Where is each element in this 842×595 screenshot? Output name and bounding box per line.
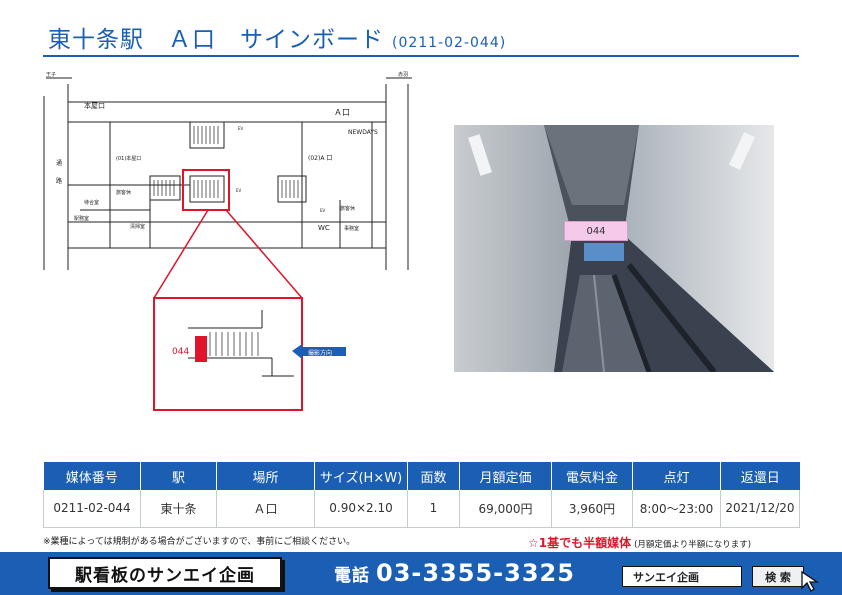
- map-side-label-2: 路: [56, 177, 62, 185]
- map-direction-left: 王子: [46, 71, 56, 78]
- map-exit-a-small: (02)A 口: [308, 155, 332, 162]
- inset-media-no: 044: [172, 347, 189, 357]
- inset-direction-label: 撮影方向: [308, 349, 332, 357]
- table-cell: 東十条: [140, 490, 217, 528]
- page-title: 東十条駅 Ａ口 サインボード (0211-02-044): [48, 20, 506, 54]
- floor-map: 王子 赤羽 本屋口 Ａ口 (01)本屋口 (02)A 口 NEWDAYS 旅客休…: [43, 71, 412, 411]
- phone-value: 03-3355-3325: [376, 559, 575, 587]
- table-cell: 0.90×2.10: [314, 490, 408, 528]
- table-cell: 2021/12/20: [720, 490, 800, 528]
- table-header-cell: 電気料金: [551, 462, 633, 490]
- map-room-rest: 旅客休: [116, 189, 131, 196]
- map-room-waiting: 待合室: [84, 199, 99, 206]
- table-header-row: 媒体番号 駅 場所 サイズ(H×W) 面数 月額定価 電気料金 点灯 返還日: [43, 462, 800, 490]
- phone-number[interactable]: 電話 03-3355-3325: [334, 559, 575, 587]
- camera-direction-arrow-icon: [292, 344, 346, 359]
- photo-illustration: [454, 125, 774, 372]
- table-cell: 1: [407, 490, 460, 528]
- photo-media-label: 044: [564, 221, 628, 241]
- table-cell: 0211-02-044: [43, 490, 141, 528]
- title-text: 東十条駅 Ａ口 サインボード: [48, 27, 384, 53]
- map-shop: NEWDAYS: [348, 129, 378, 136]
- half-price-main: ☆1基でも半額媒体: [528, 536, 632, 550]
- map-direction-right: 赤羽: [398, 72, 408, 78]
- map-exit-main-small: (01)本屋口: [116, 155, 141, 162]
- spec-table: 媒体番号 駅 場所 サイズ(H×W) 面数 月額定価 電気料金 点灯 返還日 0…: [43, 462, 800, 528]
- table-header-cell: 媒体番号: [43, 462, 141, 490]
- map-ev-1: EV: [238, 126, 244, 131]
- table-row: 0211-02-044 東十条 Ａ口 0.90×2.10 1 69,000円 3…: [43, 490, 800, 528]
- map-exit-main: 本屋口: [84, 101, 105, 110]
- regulation-note: ※業種によっては規制がある場合がございますので、事前にご相談ください。: [43, 537, 356, 547]
- brand-logo: 駅看板のサンエイ企画: [48, 557, 282, 589]
- table-header-cell: 駅: [140, 462, 217, 490]
- map-room-wc: WC: [318, 224, 330, 232]
- map-ev-3: EV: [320, 208, 326, 213]
- media-location-highlight: [182, 169, 230, 211]
- search-input[interactable]: サンエイ企画: [622, 566, 742, 587]
- table-header-cell: サイズ(H×W): [314, 462, 408, 490]
- table-header-cell: 場所: [216, 462, 315, 490]
- site-photo: 044: [454, 125, 774, 372]
- table-header-cell: 月額定価: [459, 462, 552, 490]
- cursor-arrow-icon: [801, 570, 820, 592]
- media-code: (0211-02-044): [392, 35, 507, 51]
- map-room-office: 事務室: [344, 225, 359, 232]
- half-price-note: ☆1基でも半額媒体(月額定価より半額になります): [528, 534, 751, 551]
- table-header-cell: 返還日: [720, 462, 800, 490]
- table-cell: 69,000円: [459, 490, 552, 528]
- map-room-staff: 駅務室: [74, 215, 89, 222]
- phone-label: 電話: [334, 566, 370, 586]
- map-ev-2: EV: [236, 188, 242, 193]
- map-exit-a: Ａ口: [334, 108, 350, 117]
- table-header-cell: 面数: [407, 462, 460, 490]
- table-cell: 8:00～23:00: [632, 490, 721, 528]
- map-side-label-1: 通: [56, 159, 62, 167]
- table-cell: 3,960円: [551, 490, 633, 528]
- inset-media-marker: [195, 336, 207, 362]
- map-room-office2: 清掃室: [130, 223, 145, 230]
- search-button[interactable]: 検 索: [752, 566, 804, 587]
- map-room-rest2: 旅客休: [340, 205, 355, 212]
- title-divider: [43, 55, 799, 57]
- half-price-small: (月額定価より半額になります): [634, 540, 752, 550]
- table-header-cell: 点灯: [632, 462, 721, 490]
- table-cell: Ａ口: [216, 490, 315, 528]
